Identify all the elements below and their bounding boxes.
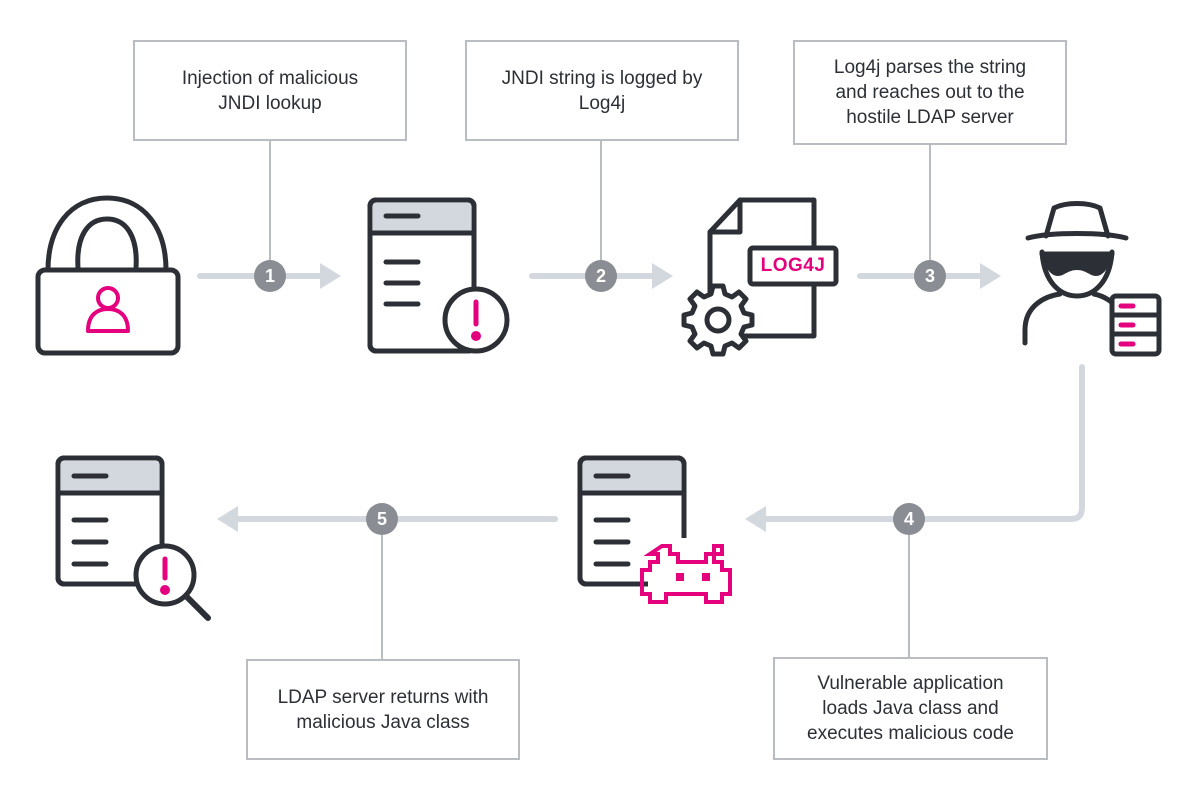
step-badge-3: 3 bbox=[914, 260, 946, 292]
step-badge-1: 1 bbox=[254, 260, 286, 292]
step-3-description: Log4j parses the string and reaches out … bbox=[793, 40, 1067, 145]
callout-lines bbox=[269, 140, 931, 659]
spy-glasses bbox=[1043, 255, 1111, 276]
server-warning-icon bbox=[367, 197, 510, 354]
step-5-description: LDAP server returns with malicious Java … bbox=[246, 659, 520, 760]
arrowhead-4 bbox=[745, 506, 766, 532]
step-badge-5: 5 bbox=[366, 503, 398, 535]
step-2-description: JNDI string is logged by Log4j bbox=[465, 40, 739, 141]
space-invader-icon bbox=[640, 538, 742, 610]
log4j-file-label: LOG4J bbox=[760, 255, 826, 276]
spy-ldap-server-icon bbox=[1022, 201, 1162, 357]
arrowhead-1 bbox=[320, 263, 341, 289]
arrowhead-2 bbox=[652, 263, 673, 289]
step-4-description: Vulnerable application loads Java class … bbox=[773, 657, 1048, 760]
hooded-hacker-laptop-icon bbox=[35, 195, 181, 356]
flow-arrow-4 bbox=[761, 364, 1085, 522]
step-badge-2: 2 bbox=[585, 260, 617, 292]
log-file-gear-icon bbox=[681, 197, 839, 357]
server-search-alert-icon bbox=[55, 455, 211, 621]
step-1-description: Injection of malicious JNDI lookup bbox=[133, 40, 407, 141]
arrowhead-5 bbox=[217, 506, 238, 532]
step-badge-4: 4 bbox=[893, 503, 925, 535]
arrowhead-3 bbox=[980, 263, 1001, 289]
